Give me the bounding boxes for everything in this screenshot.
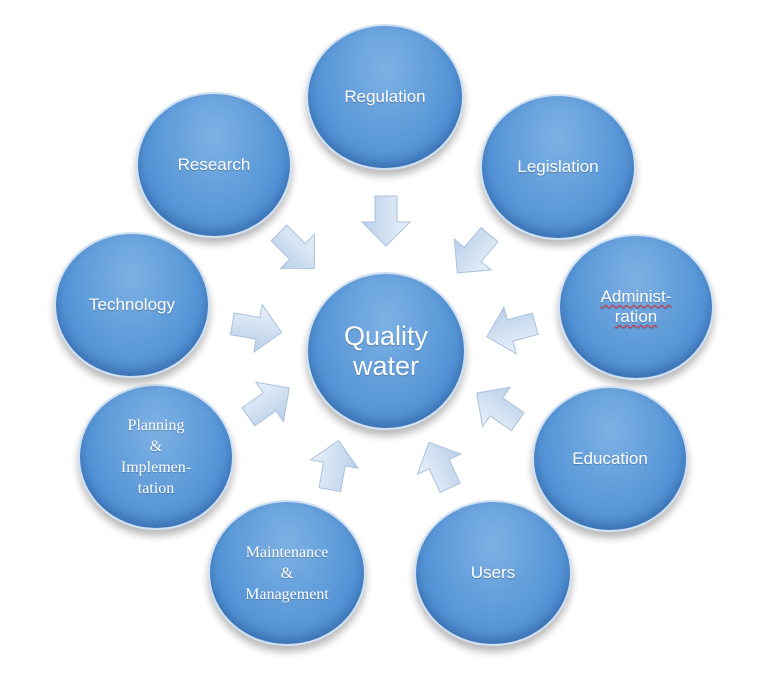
arrow-legislation: [453, 226, 499, 274]
node-label-line: ration: [614, 307, 658, 326]
arrow-education: [476, 386, 525, 432]
node-planning-implementation: Planning & Implemen- tation: [78, 384, 234, 530]
node-label-line: Regulation: [344, 87, 426, 106]
node-label-line: Maintenance: [245, 543, 329, 561]
node-label-line: Implemen-: [120, 459, 192, 476]
node-label: Maintenance & Management: [235, 542, 339, 605]
node-legislation: Legislation: [480, 94, 636, 240]
center-label-line: water: [352, 351, 419, 381]
arrow-regulation: [360, 195, 412, 247]
node-label-line: Administ-: [600, 287, 672, 306]
center-label-line: Quality: [343, 321, 429, 351]
node-label-line: &: [280, 564, 294, 582]
node-label-line: Users: [470, 563, 516, 582]
node-label-line: Legislation: [517, 157, 599, 176]
node-label: Research: [168, 155, 261, 175]
center-node-quality-water: Quality water: [306, 272, 466, 430]
arrow-planning: [241, 381, 290, 427]
node-label: Users: [461, 563, 525, 583]
node-label-line: Education: [572, 449, 648, 468]
node-label: Planning & Implemen- tation: [111, 415, 201, 499]
node-technology: Technology: [54, 232, 210, 378]
arrow-administration: [486, 306, 539, 355]
node-label-line: Management: [245, 585, 329, 603]
arrow-technology: [229, 303, 283, 354]
node-label-line: Planning: [127, 417, 185, 434]
arrow-maintenance: [309, 439, 360, 493]
arrow-research: [270, 224, 315, 269]
node-label: Technology: [79, 295, 185, 315]
node-label-line: Research: [177, 155, 251, 174]
node-label: Education: [562, 449, 658, 469]
node-research: Research: [136, 92, 292, 238]
arrow-users: [416, 441, 463, 494]
node-label: Regulation: [334, 87, 435, 107]
node-label-line: tation: [137, 480, 175, 497]
node-label-line: Technology: [88, 295, 175, 314]
node-users: Users: [414, 500, 572, 646]
node-label-line: &: [149, 438, 163, 455]
node-regulation: Regulation: [306, 24, 464, 170]
node-label: Administ- ration: [591, 287, 682, 327]
node-administration: Administ- ration: [558, 234, 714, 380]
node-education: Education: [532, 386, 688, 532]
node-maintenance-management: Maintenance & Management: [208, 500, 366, 646]
center-node-label: Quality water: [334, 321, 438, 381]
node-label: Legislation: [507, 157, 608, 177]
